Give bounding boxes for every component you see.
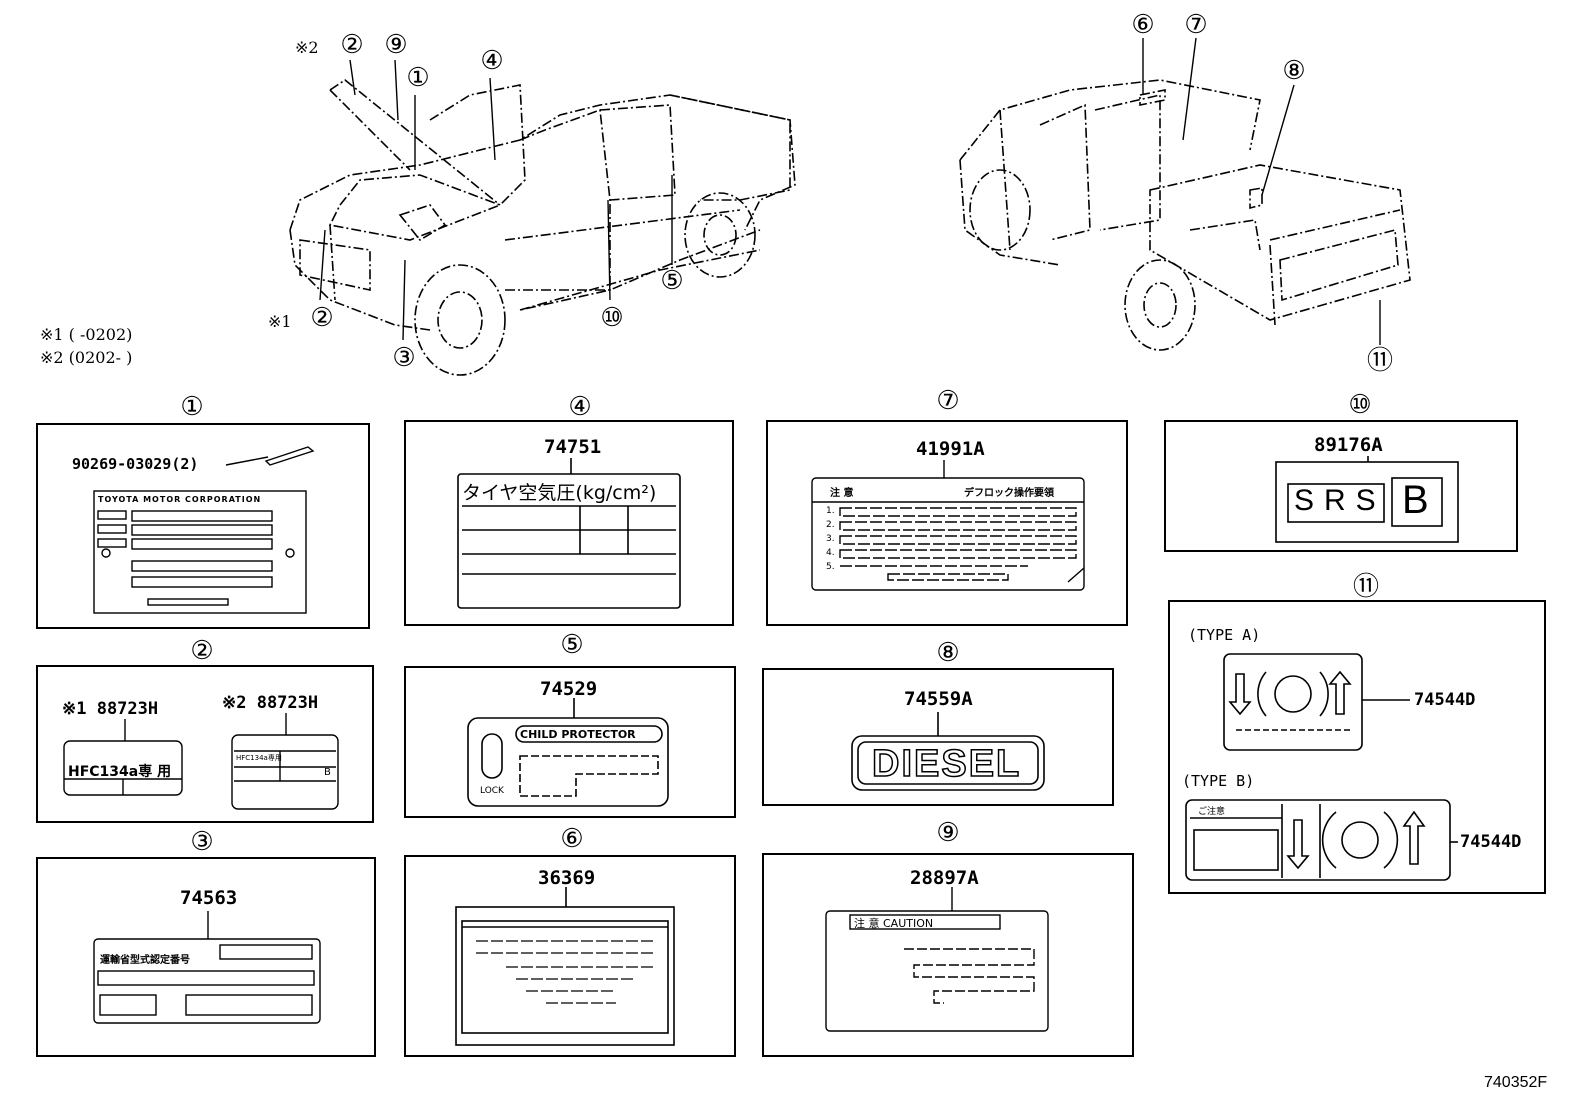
- note-1: ※1 ( -0202): [40, 325, 133, 344]
- panel-3-number: ③: [190, 827, 214, 857]
- callout-9: ⑨: [384, 30, 408, 60]
- callout-8: ⑧: [1282, 56, 1306, 86]
- panel-6-number: ⑥: [560, 824, 584, 854]
- star-1-bottom: ※1: [268, 312, 292, 331]
- panel-8-number: ⑧: [936, 638, 960, 668]
- panel-1-vin-plate: 90269-03029(2) TOYOTA MOTOR CORPORATION: [36, 423, 370, 629]
- part-number: 90269-03029(2): [72, 455, 199, 473]
- panel-5-number: ⑤: [560, 630, 584, 660]
- tire-label-text: タイヤ空気圧(kg/cm²): [462, 482, 657, 504]
- part-number: 28897A: [910, 867, 979, 889]
- part-number: 74529: [540, 678, 598, 700]
- hfc-b-mark: B: [324, 767, 331, 778]
- callout-11: ⑪: [1366, 346, 1393, 376]
- child-label-text: CHILD PROTECTOR: [520, 728, 636, 741]
- callout-10: ⑩: [600, 303, 624, 333]
- panel-7-number: ⑦: [936, 386, 960, 416]
- diesel-text: DIESEL: [871, 742, 1022, 786]
- panel-9-caution: 28897A 注 意 CAUTION: [762, 853, 1134, 1057]
- callout-2-top: ②: [340, 30, 364, 60]
- truck-front-view: [289, 79, 796, 376]
- tire-label-drawing: [457, 458, 681, 609]
- srs-label-drawing: [1275, 456, 1459, 543]
- caution-text: 注 意: [830, 488, 854, 499]
- vehicle-illustrations: [289, 37, 1411, 376]
- panel-9-number: ⑨: [936, 818, 960, 848]
- approval-label-drawing: [93, 911, 321, 1024]
- goui-text: ご注意: [1198, 807, 1226, 817]
- type-b-label: (TYPE B): [1182, 772, 1255, 790]
- panel-10-number: ⑩: [1348, 390, 1372, 420]
- diagram-id: 740352F: [1484, 1074, 1548, 1091]
- part-number-type-a: 74544D: [1414, 690, 1476, 710]
- callout-6: ⑥: [1131, 10, 1155, 40]
- approval-label-text: 運輸省型式認定番号: [100, 955, 190, 966]
- child-label-drawing: [467, 698, 669, 807]
- part-number-a: ※1 88723H: [62, 699, 159, 719]
- callout-4: ④: [480, 46, 504, 76]
- row-1: 1.: [826, 506, 835, 516]
- panel-4-number: ④: [568, 392, 592, 422]
- part-number: 41991A: [916, 438, 985, 460]
- part-number: 74751: [544, 436, 602, 458]
- label-6-drawing: [455, 887, 675, 1046]
- part-number: 74559A: [904, 688, 973, 710]
- callout-2-bottom: ②: [310, 303, 334, 333]
- difflock-label-drawing: [811, 460, 1085, 591]
- callout-5: ⑤: [660, 266, 684, 296]
- panel-3-type-approval: 74563 運輸省型式認定番号: [36, 857, 376, 1057]
- panel-6-label: 36369: [404, 855, 736, 1057]
- srs-text: SRS: [1294, 484, 1386, 517]
- plate-header: TOYOTA MOTOR CORPORATION: [98, 495, 262, 504]
- part-number: 89176A: [1314, 434, 1383, 456]
- panel-10-srs: 89176A SRS B: [1164, 420, 1518, 552]
- note-2: ※2 (0202- ): [40, 348, 133, 367]
- hfc-small-label: HFC134a専用: [236, 754, 282, 762]
- panel-1-number: ①: [180, 392, 204, 422]
- panel-5-child-protector: 74529 CHILD PROTECTOR LOCK: [404, 666, 736, 818]
- part-number: 36369: [538, 867, 596, 889]
- panel-7-diff-lock: 41991A 注 意 デフロック操作要領 1. 2. 3. 4. 5.: [766, 420, 1128, 626]
- panel-11-number: ⑪: [1352, 572, 1379, 602]
- callout-3: ③: [392, 343, 416, 373]
- lock-text: LOCK: [480, 786, 504, 796]
- diesel-label-drawing: [851, 712, 1045, 791]
- part-number-type-b: 74544D: [1460, 832, 1522, 852]
- panel-4-tire-pressure: 74751 タイヤ空気圧(kg/cm²): [404, 420, 734, 626]
- truck-rear-view: [959, 79, 1411, 351]
- panel-8-diesel: 74559A DIESEL: [762, 668, 1114, 806]
- caution-label-drawing: [825, 887, 1049, 1032]
- srs-b-text: B: [1402, 478, 1429, 522]
- callout-7: ⑦: [1184, 10, 1208, 40]
- callout-1: ①: [406, 63, 430, 93]
- part-number: 74563: [180, 887, 238, 909]
- row-3: 3.: [826, 534, 835, 544]
- 4wd-label-drawing: [1185, 653, 1458, 881]
- caution-label-text: 注 意 CAUTION: [854, 917, 934, 930]
- plate-drawing: [93, 446, 315, 614]
- panel-2-ac-label: ※1 88723H ※2 88723H HFC134a専 用 HFC134a専用…: [36, 665, 374, 823]
- panel-2-number: ②: [190, 636, 214, 666]
- row-5: 5.: [826, 562, 835, 572]
- type-a-label: (TYPE A): [1188, 626, 1261, 644]
- part-number-b: ※2 88723H: [222, 693, 319, 713]
- star-2-top: ※2: [295, 38, 319, 57]
- panel-11-4wd-labels: (TYPE A) (TYPE B) 74544D 74544D ご注意: [1168, 600, 1546, 894]
- row-2: 2.: [826, 520, 835, 530]
- hfc-label-text: HFC134a専 用: [68, 764, 172, 780]
- difflock-title: デフロック操作要領: [964, 488, 1054, 499]
- row-4: 4.: [826, 548, 835, 558]
- ac-label-drawing: [63, 713, 339, 810]
